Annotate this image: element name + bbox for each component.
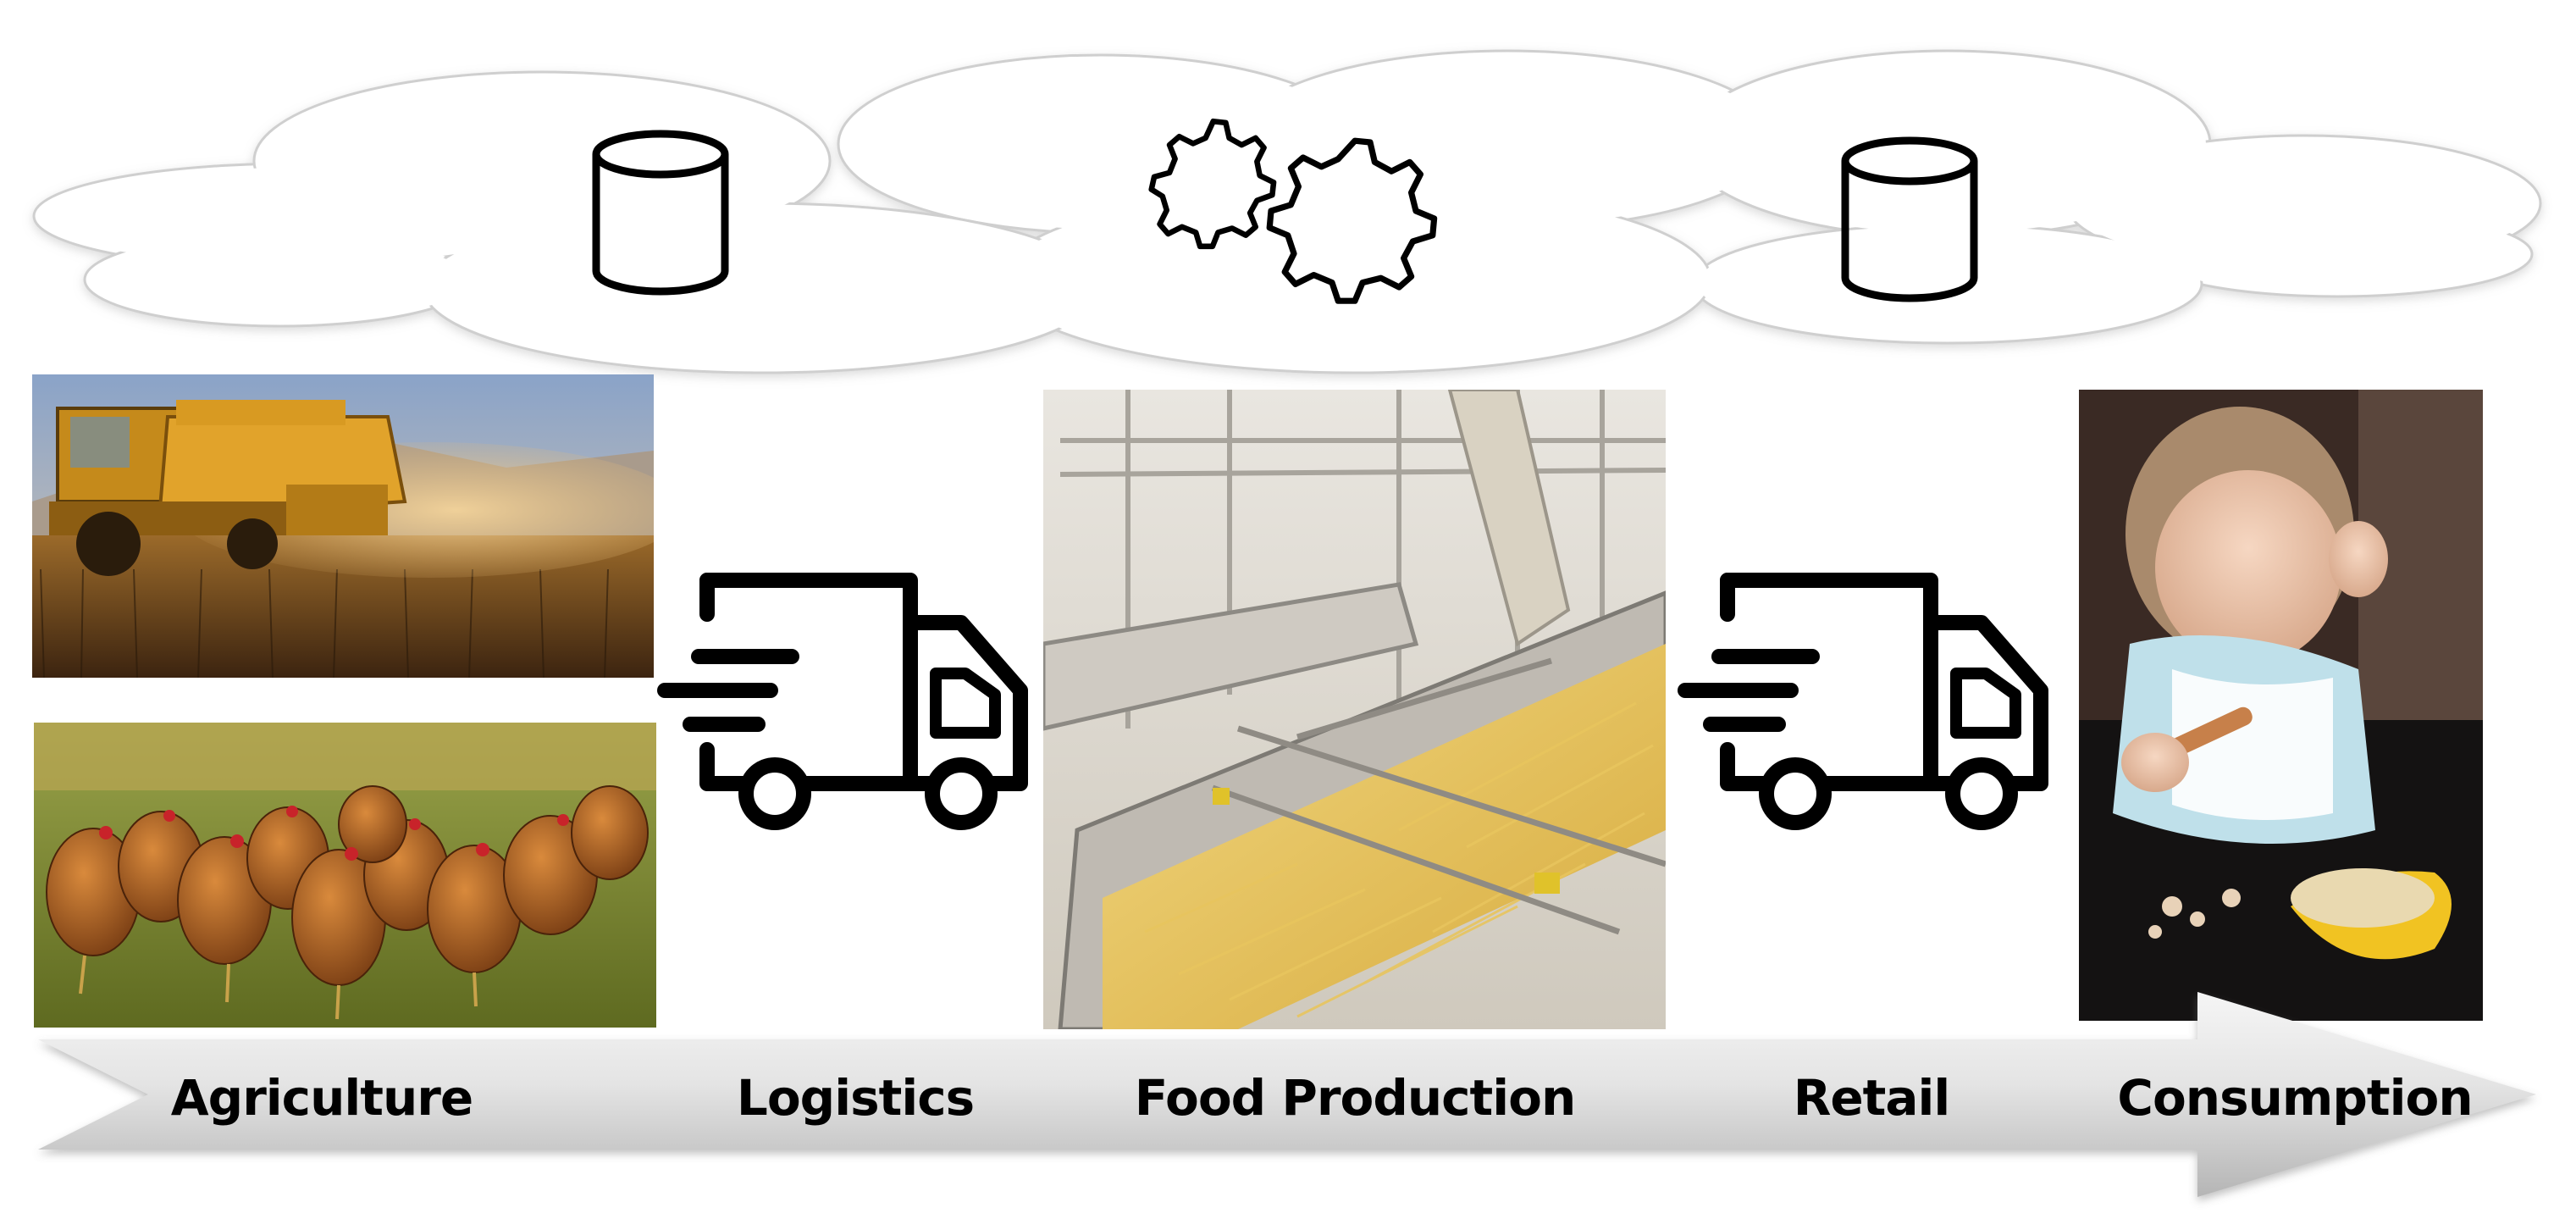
stage-label-logistics: Logistics <box>736 1069 975 1127</box>
database-cylinder-icon <box>592 130 729 296</box>
chickens-photo <box>34 723 656 1028</box>
pasta-factory-photo <box>1043 390 1666 1029</box>
timeline-arrow <box>38 992 2536 1197</box>
stage-label-agriculture: Agriculture <box>170 1069 473 1127</box>
delivery-truck-icon <box>1678 573 2048 830</box>
database-cylinder-icon <box>1841 136 1978 302</box>
combine-harvester-photo <box>32 374 654 678</box>
child-eating-photo <box>2079 390 2483 1021</box>
stage-label-consumption: Consumption <box>2117 1069 2473 1127</box>
gears-icon <box>1148 118 1438 304</box>
stage-label-food-production: Food Production <box>1134 1069 1577 1127</box>
delivery-truck-icon <box>657 573 1028 830</box>
stage-label-retail: Retail <box>1793 1069 1951 1127</box>
